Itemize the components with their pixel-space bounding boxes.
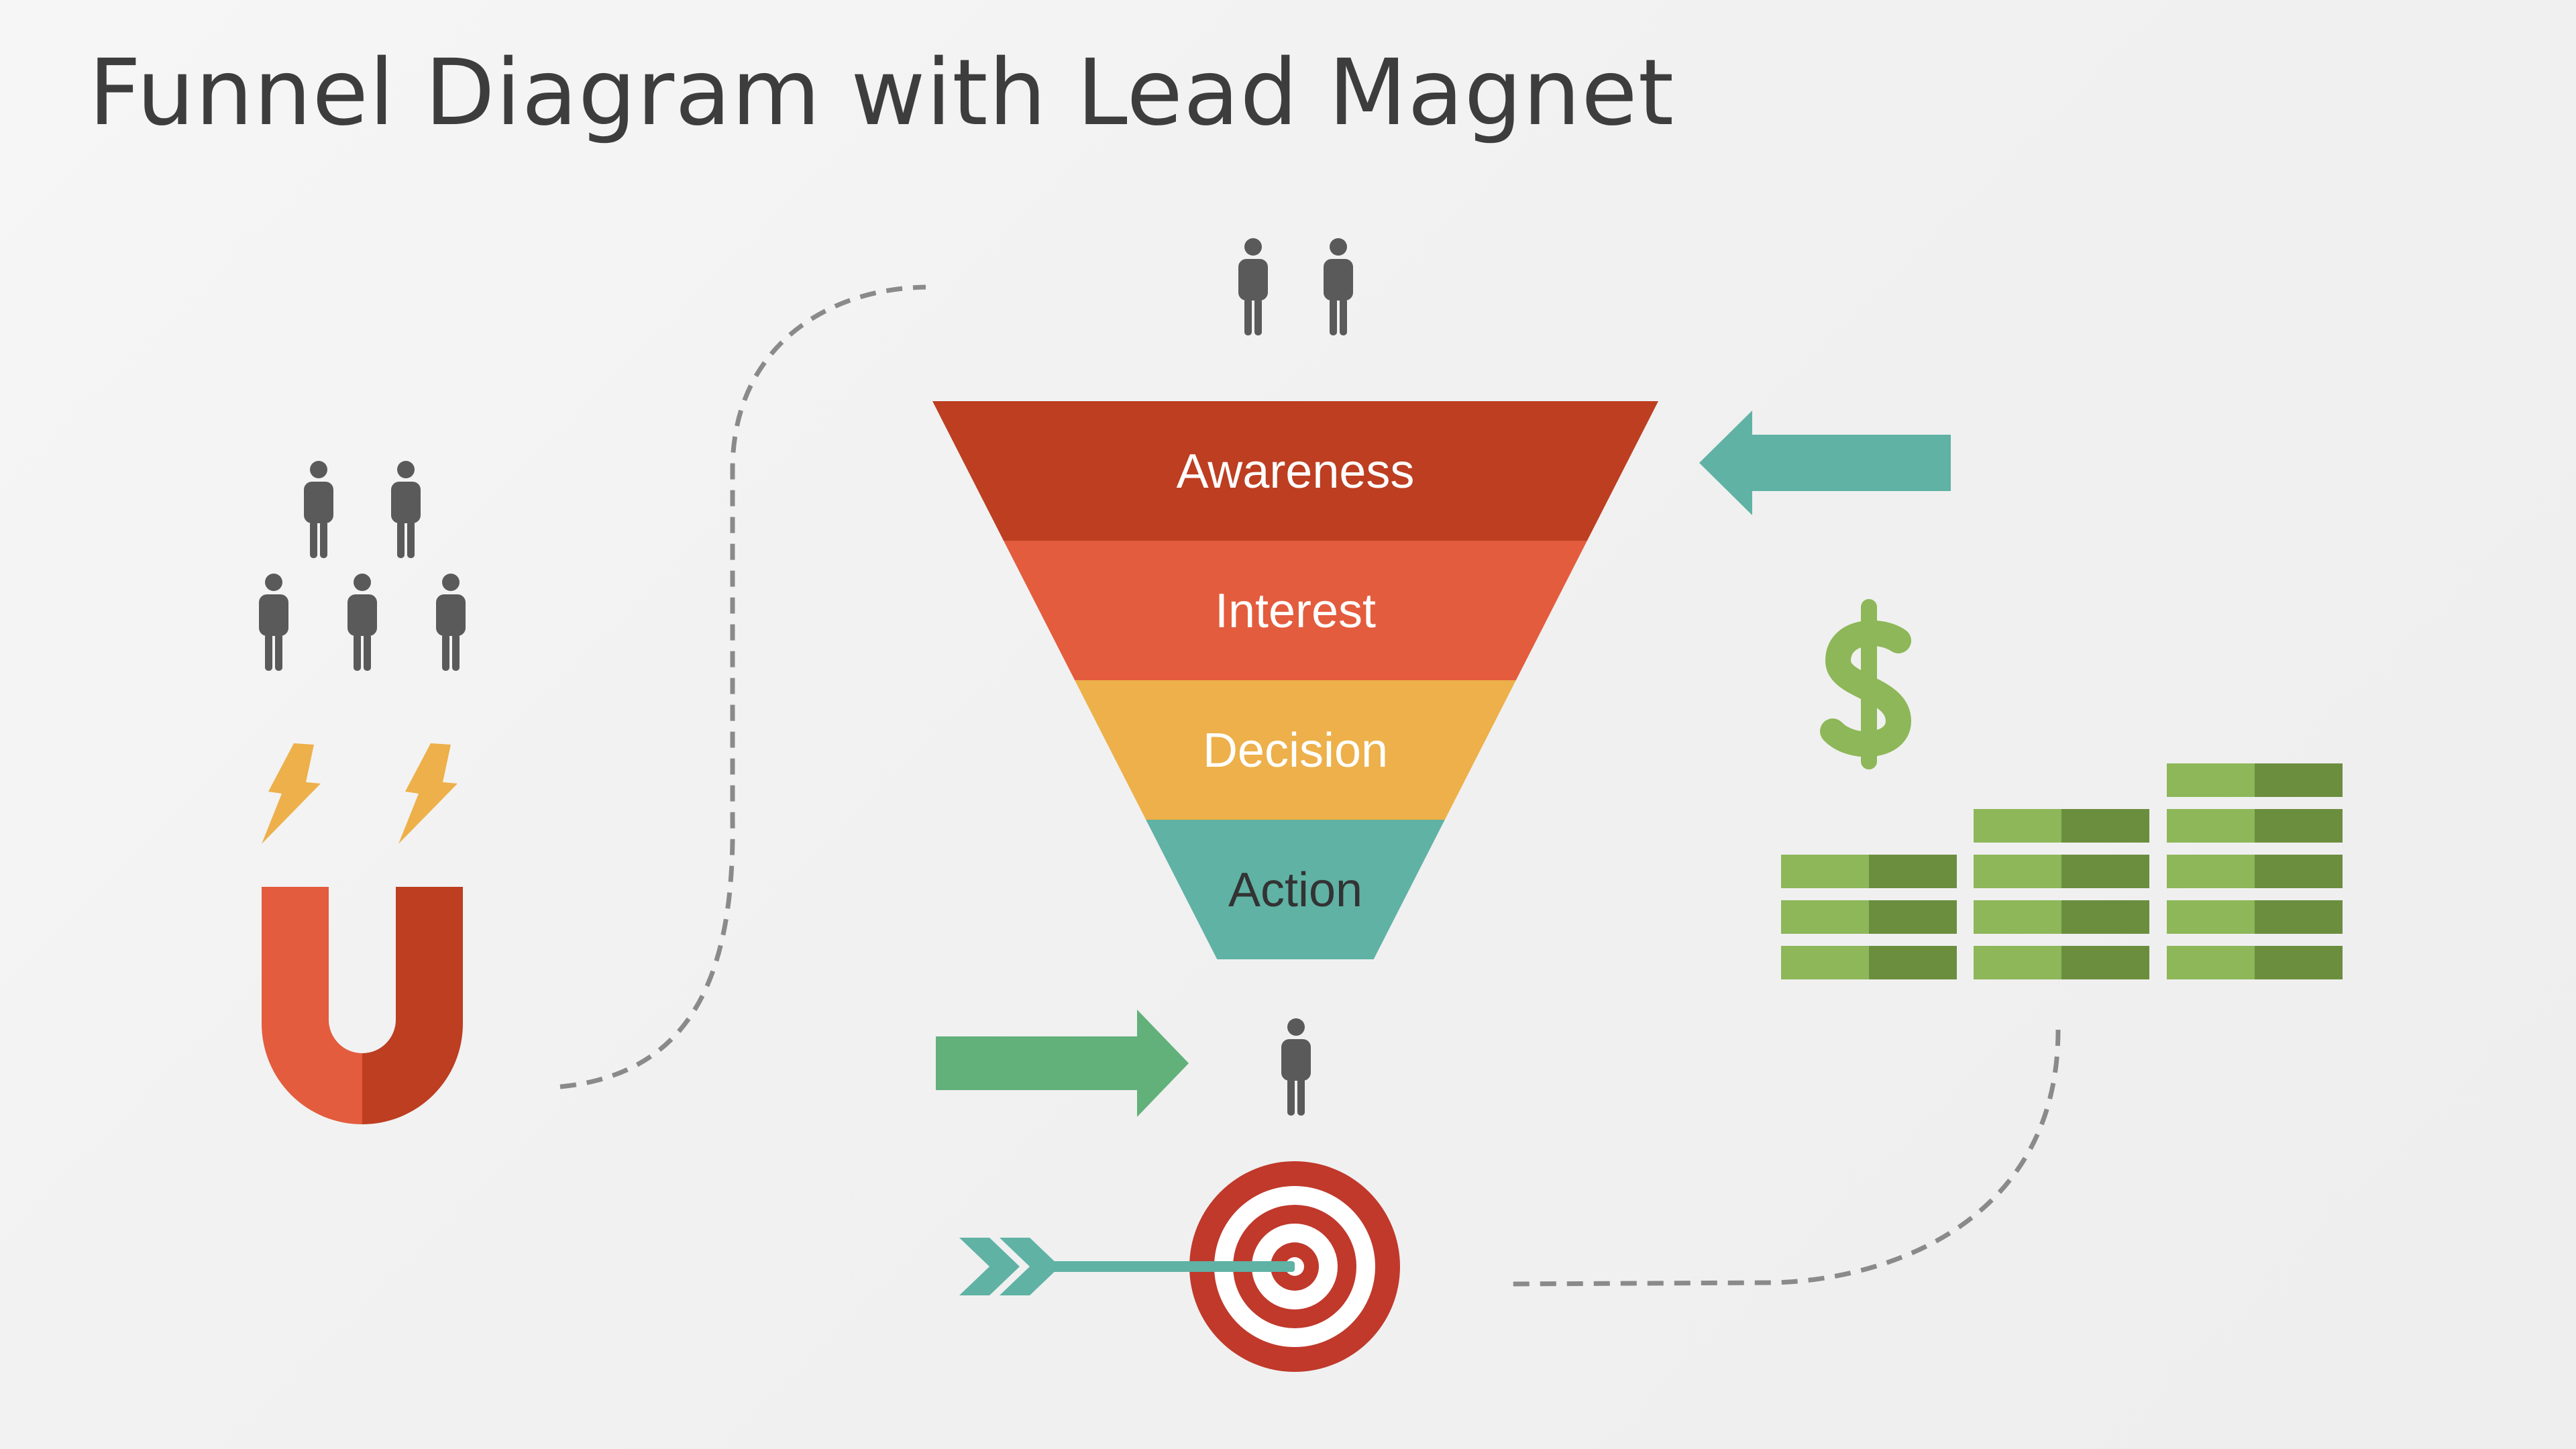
money-stack-icon (1781, 763, 2343, 979)
dashed-connector-money-to-target (1512, 1029, 2061, 1287)
funnel-stage-label: Awareness (1177, 445, 1415, 498)
money-bill-shade (2061, 809, 2149, 843)
lightning-icon (262, 743, 458, 844)
money-bill-shade (2255, 900, 2343, 934)
people-icon (1238, 238, 1353, 335)
funnel-stage-label: Action (1228, 863, 1362, 917)
money-bill (1974, 855, 2061, 888)
money-bill (1781, 946, 1869, 979)
dashed-connector-magnet-to-funnel (559, 284, 926, 1089)
money-bill (2167, 855, 2255, 888)
money-bill (2167, 809, 2255, 843)
money-bill (1974, 809, 2061, 843)
funnel-stage-label: Interest (1215, 584, 1376, 638)
money-bill-shade (2061, 946, 2149, 979)
money-bill-shade (2061, 855, 2149, 888)
green-arrow-icon (936, 1010, 1189, 1117)
funnel-stage-interest (1004, 541, 1587, 680)
dollar-icon (1820, 599, 1912, 769)
money-bill-shade (2255, 763, 2343, 797)
funnel-stage-decision (1075, 680, 1516, 820)
money-bill (1974, 946, 2061, 979)
arrow-icon (959, 1238, 1295, 1295)
money-bill-shade (2255, 855, 2343, 888)
person-icon (1281, 1018, 1311, 1116)
funnel-stage-label: Decision (1203, 724, 1388, 777)
money-bill (2167, 763, 2255, 797)
money-bill (1974, 900, 2061, 934)
money-bill-shade (1869, 855, 1957, 888)
money-bill-shade (1869, 900, 1957, 934)
money-bill (1781, 900, 1869, 934)
magnet-icon (262, 887, 463, 1124)
people-group-icon (259, 461, 466, 671)
money-bill-shade (1869, 946, 1957, 979)
money-bill-shade (2255, 946, 2343, 979)
money-bill (2167, 900, 2255, 934)
money-bill (2167, 946, 2255, 979)
money-bill-shade (2061, 900, 2149, 934)
funnel-stage-action (1146, 820, 1445, 959)
money-bill-shade (2255, 809, 2343, 843)
money-bill (1781, 855, 1869, 888)
slide-title: Funnel Diagram with Lead Magnet (89, 40, 1675, 146)
funnel-stage-awareness (932, 401, 1658, 541)
teal-arrow-icon (1699, 411, 1951, 515)
